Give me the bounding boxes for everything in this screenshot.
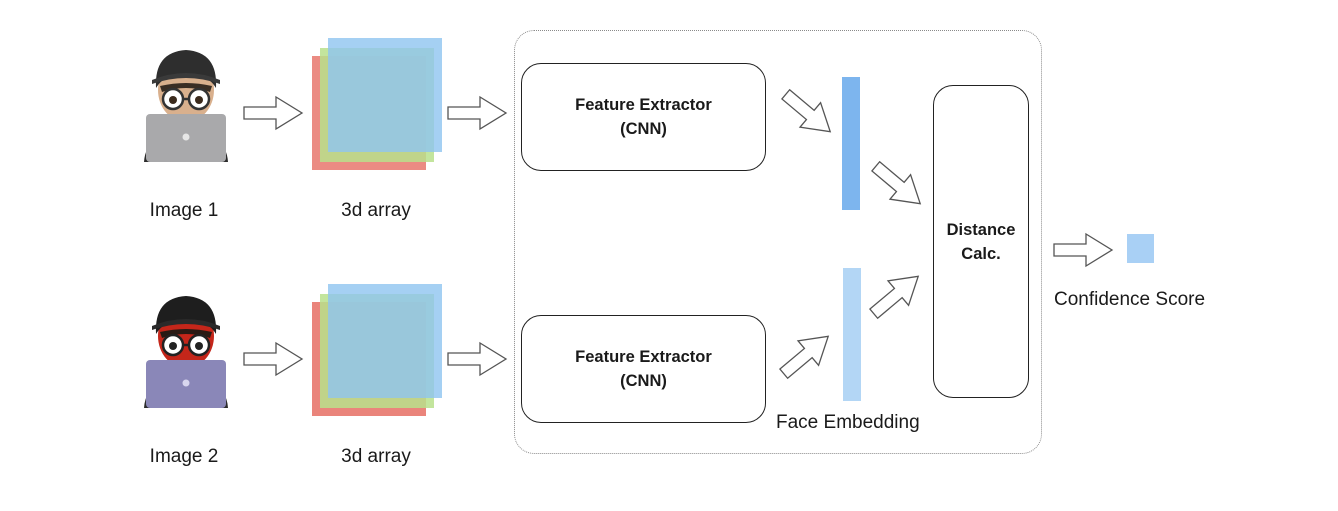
distance-line-1: Distance	[946, 220, 1016, 239]
model-region	[514, 30, 1042, 454]
embedding-bar-1	[842, 77, 860, 210]
embedding-bar-2	[843, 268, 861, 401]
person-icon-2	[136, 290, 236, 410]
extractor-subtitle: (CNN)	[620, 372, 667, 390]
array-layer-blue	[328, 38, 442, 152]
array-stack-1	[312, 38, 442, 172]
confidence-score-square	[1127, 234, 1154, 263]
arrow-icon	[447, 95, 508, 131]
array-label-1: 3d array	[341, 200, 411, 221]
distance-calc-box: Distance Calc.	[933, 85, 1029, 398]
arrow-icon	[243, 341, 304, 377]
distance-line-2: Calc.	[961, 244, 1001, 263]
array-label-2: 3d array	[341, 446, 411, 467]
arrow-icon	[1053, 232, 1114, 268]
image-label-1: Image 1	[149, 200, 219, 221]
arrow-icon	[243, 95, 304, 131]
arrow-icon	[781, 88, 832, 133]
arrow-icon	[779, 335, 830, 380]
extractor-title: Feature Extractor	[575, 348, 712, 366]
array-stack-2	[312, 284, 442, 418]
extractor-subtitle: (CNN)	[620, 120, 667, 138]
feature-extractor-2: Feature Extractor (CNN)	[521, 315, 766, 423]
arrow-icon	[871, 160, 922, 205]
arrow-icon	[447, 341, 508, 377]
arrow-icon	[869, 275, 920, 320]
array-layer-blue	[328, 284, 442, 398]
feature-extractor-1: Feature Extractor (CNN)	[521, 63, 766, 171]
confidence-score-label: Confidence Score	[1054, 289, 1206, 310]
embedding-label: Face Embedding	[776, 412, 920, 433]
image-label-2: Image 2	[149, 446, 219, 467]
person-icon-1	[136, 44, 236, 164]
extractor-title: Feature Extractor	[575, 96, 712, 114]
